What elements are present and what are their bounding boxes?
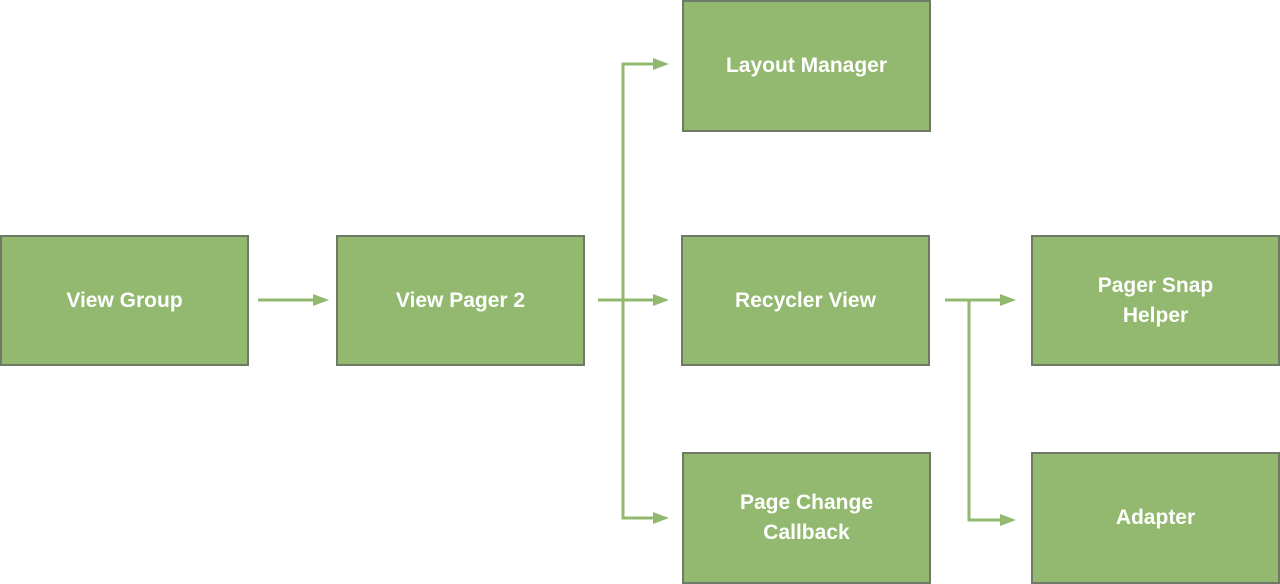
node-view-pager-2: View Pager 2 xyxy=(336,235,585,366)
arrowhead-adapter xyxy=(1000,514,1016,526)
arrowhead-layoutmanager xyxy=(653,58,669,70)
node-pager-snap-helper-label: Pager Snap Helper xyxy=(1097,273,1214,327)
node-adapter: Adapter xyxy=(1031,452,1280,584)
node-page-change-callback: Page Change Callback xyxy=(682,452,931,584)
node-view-pager-2-label: View Pager 2 xyxy=(395,288,526,312)
node-recycler-view-label: Recycler View xyxy=(735,288,876,312)
node-layout-manager-label: Layout Manager xyxy=(725,54,888,77)
node-layout-manager: Layout Manager xyxy=(682,0,931,132)
arrowhead-pagersnaphelper xyxy=(1000,294,1016,306)
node-adapter-label: Adapter xyxy=(1115,506,1196,529)
arrowhead-viewpager2 xyxy=(313,294,329,306)
node-view-group-label: View Group xyxy=(66,288,183,312)
arrowhead-pagechangecallback xyxy=(653,512,669,524)
node-view-group: View Group xyxy=(0,235,249,366)
node-page-change-callback-label: Page Change Callback xyxy=(739,491,874,544)
node-recycler-view: Recycler View xyxy=(681,235,930,366)
arrowhead-recyclerview xyxy=(653,294,669,306)
node-pager-snap-helper: Pager Snap Helper xyxy=(1031,235,1280,366)
